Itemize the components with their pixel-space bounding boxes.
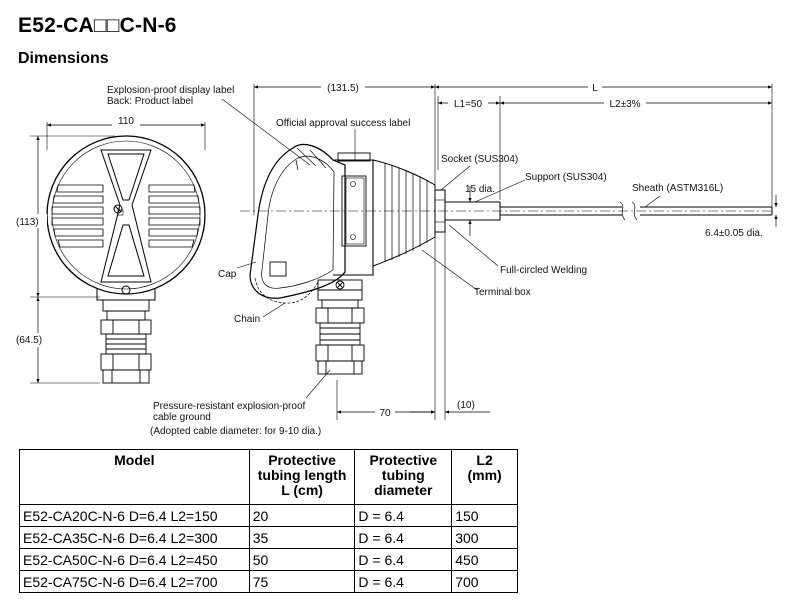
side-taper	[372, 159, 436, 267]
cell-diameter: D = 6.4	[354, 526, 453, 549]
cell-diameter: D = 6.4	[354, 570, 453, 593]
label-ground-3: (Adopted cable diameter: for 9-10 dia.)	[150, 426, 321, 437]
header-line: L2	[476, 452, 493, 468]
label-product: Back: Product label	[107, 96, 193, 107]
cell-l2: 450	[451, 548, 518, 571]
cell-l2: 300	[451, 526, 518, 549]
header-length: Protective tubing length L (cm)	[248, 449, 356, 505]
table-row: E52-CA20C-N-6 D=6.4 L2=150 20 D = 6.4 15…	[19, 504, 518, 527]
side-terminal-box	[333, 152, 374, 276]
header-line: Protective	[268, 452, 336, 468]
dim-131-text: (131.5)	[327, 83, 359, 94]
cell-length: 35	[248, 526, 356, 549]
side-view	[221, 84, 778, 420]
model-table: Model Protective tubing length L (cm) Pr…	[19, 449, 518, 593]
header-diameter: Protective tubing diameter	[354, 449, 453, 505]
dim-10-text: (10)	[457, 400, 475, 411]
dim-L-text: L	[592, 83, 598, 94]
dim-113-text: (113)	[16, 217, 39, 228]
dim-L2-text: L2±3%	[609, 99, 640, 110]
label-terminal: Terminal box	[474, 287, 531, 298]
header-model: Model	[19, 449, 250, 505]
dim-L1-text: L1=50	[454, 99, 483, 110]
label-socket: Socket (SUS304)	[441, 154, 518, 165]
cell-diameter: D = 6.4	[354, 548, 453, 571]
label-sheath: Sheath (ASTM316L)	[632, 183, 723, 194]
leader-lines	[221, 98, 661, 399]
table-row: E52-CA50C-N-6 D=6.4 L2=450 50 D = 6.4 45…	[19, 548, 518, 571]
label-cap: Cap	[218, 269, 237, 280]
page-title: E52-CA□□C-N-6	[18, 14, 177, 37]
header-line: diameter	[374, 482, 433, 498]
label-support: Support (SUS304)	[525, 172, 607, 183]
cell-model: E52-CA35C-N-6 D=6.4 L2=300	[19, 526, 250, 549]
label-chain: Chain	[234, 314, 260, 325]
front-view	[30, 122, 206, 384]
side-support	[444, 201, 501, 221]
label-welding: Full-circled Welding	[500, 265, 587, 276]
dim-110-text: 110	[118, 116, 134, 127]
label-approval: Official approval success label	[276, 118, 410, 129]
side-cable-gland	[315, 279, 365, 375]
header-l2: L2 (mm)	[451, 449, 518, 505]
label-display: Explosion-proof display label	[107, 85, 234, 96]
cell-length: 75	[248, 570, 356, 593]
table-row: E52-CA35C-N-6 D=6.4 L2=300 35 D = 6.4 30…	[19, 526, 518, 549]
header-line: (mm)	[467, 467, 502, 483]
side-sheath	[500, 206, 773, 216]
cell-diameter: D = 6.4	[354, 504, 453, 527]
front-cable-gland	[100, 299, 152, 384]
dimension-drawing: 110 (113) (64.5)	[16, 83, 778, 437]
cell-model: E52-CA20C-N-6 D=6.4 L2=150	[19, 504, 250, 527]
label-15dia: 15 dia.	[465, 184, 495, 195]
cell-l2: 700	[451, 570, 518, 593]
header-line: tubing length	[257, 467, 347, 483]
cell-model: E52-CA75C-N-6 D=6.4 L2=700	[19, 570, 250, 593]
header-line: tubing	[381, 467, 425, 483]
table-row: E52-CA75C-N-6 D=6.4 L2=700 75 D = 6.4 70…	[19, 570, 518, 593]
front-louvres-left	[51, 184, 104, 248]
cell-model: E52-CA50C-N-6 D=6.4 L2=450	[19, 548, 250, 571]
label-sheath-dia: 6.4±0.05 dia.	[705, 228, 763, 239]
cell-length: 50	[248, 548, 356, 571]
header-line: Model	[114, 452, 155, 468]
label-ground-1: Pressure-resistant explosion-proof	[153, 401, 306, 412]
cell-length: 20	[248, 504, 356, 527]
label-ground-2: cable ground	[153, 412, 211, 423]
dim-64-5-text: (64.5)	[16, 335, 42, 346]
cell-l2: 150	[451, 504, 518, 527]
section-title: Dimensions	[18, 50, 109, 67]
header-line: L (cm)	[281, 482, 323, 498]
front-louvres-right	[148, 184, 201, 248]
table-header-row: Model Protective tubing length L (cm) Pr…	[19, 449, 518, 505]
dim-70-text: 70	[379, 408, 391, 419]
side-housing	[249, 143, 346, 299]
header-line: Protective	[369, 452, 438, 468]
